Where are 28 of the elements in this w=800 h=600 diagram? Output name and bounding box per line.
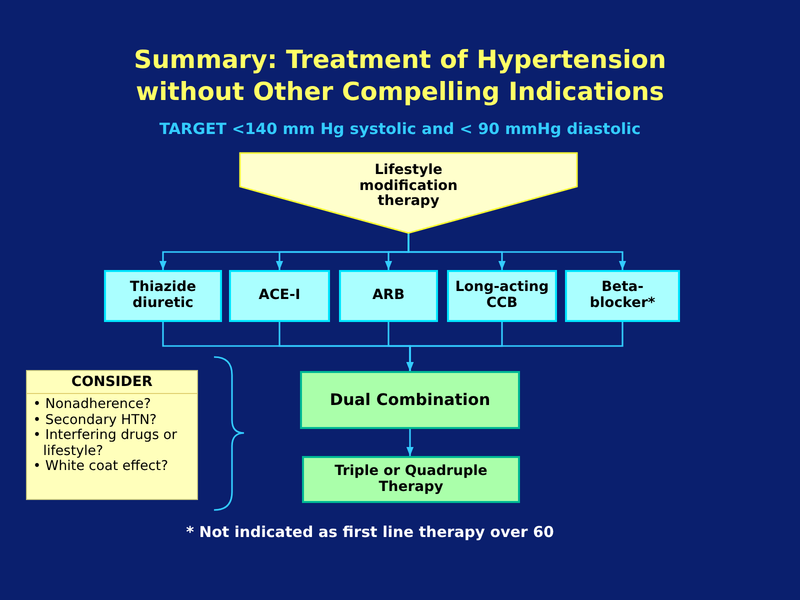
- bullet-item: • White coat effect?: [33, 459, 170, 475]
- panel-heading: CONSIDER: [27, 371, 197, 394]
- node-label: ARB: [371, 288, 406, 304]
- bullet-item: • Nonadherence?: [33, 397, 152, 413]
- connector-arrow: [408, 233, 626, 270]
- node-label: Lifestyle modification therapy: [358, 163, 459, 210]
- lifestyle-pentagon: [240, 153, 577, 233]
- node-label: Thiazide diuretic: [128, 280, 198, 312]
- footnote: * Not indicated as first line therapy over 60: [185, 523, 555, 541]
- node-label: Beta-blocker*: [588, 280, 656, 312]
- node-label: Long-acting CCB: [454, 280, 550, 312]
- node-label: ACE-I: [258, 288, 302, 304]
- consider-panel: [26, 370, 198, 500]
- node-label: Dual Combination: [328, 391, 492, 409]
- node-label: Triple or Quadruple Therapy: [334, 464, 488, 496]
- bullet-item: • Secondary HTN?: [33, 412, 158, 428]
- bullet-item: • Interfering drugs or lifestyle?: [33, 428, 178, 460]
- slide-title: Summary: Treatment of Hypertension without Other Compelling Indications: [132, 44, 668, 108]
- drug-box: [447, 270, 557, 322]
- drug-box: [229, 270, 330, 322]
- drug-box: [565, 270, 680, 322]
- connector-arrow: [406, 429, 414, 456]
- drug-box: [104, 270, 222, 322]
- therapy-box: [302, 456, 520, 503]
- connector-arrow: [406, 322, 624, 371]
- therapy-box: [300, 371, 520, 429]
- target-note: TARGET <140 mm Hg systolic and < 90 mmHg diastolic: [158, 120, 642, 138]
- drug-box: [339, 270, 438, 322]
